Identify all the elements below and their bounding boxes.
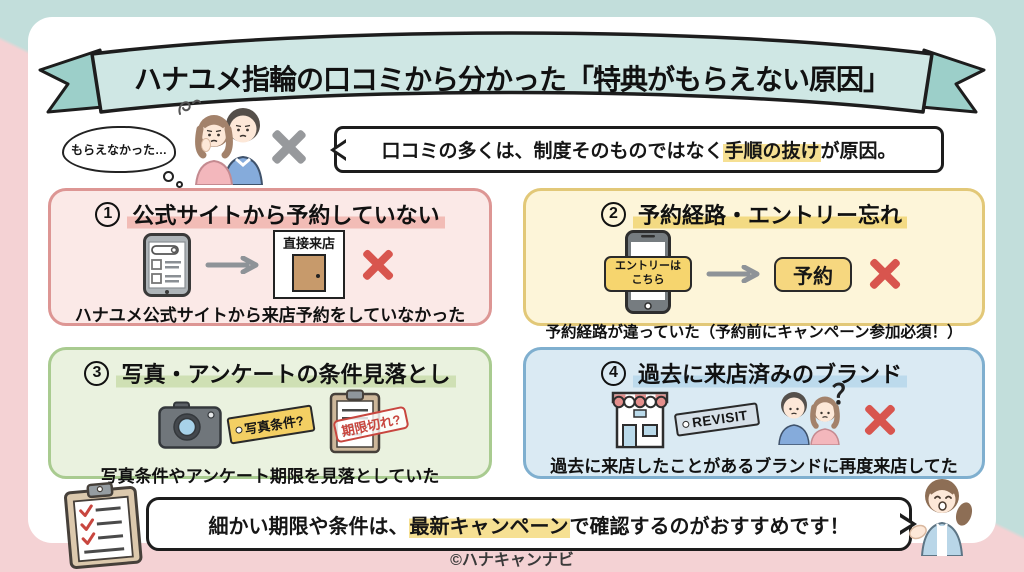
intro-message-post: が原因。 bbox=[820, 141, 897, 162]
cause-3-number: 3 bbox=[84, 360, 110, 386]
cause-2-illustration: エントリーは こちら 予約 bbox=[532, 230, 976, 318]
page-title: ハナユメ指輪の口コミから分かった「特典がもらえない原因」 bbox=[133, 64, 891, 95]
arrow-right-icon bbox=[205, 255, 259, 274]
footer-message-pre: 細かい期限や条件は、 bbox=[208, 515, 409, 538]
thought-bubble-trail bbox=[163, 171, 174, 182]
thought-bubble: もらえなかった… bbox=[62, 126, 176, 173]
cause-3-title: 3 写真・アンケートの条件見落とし bbox=[84, 357, 456, 389]
door-label: 直接来店 bbox=[282, 236, 335, 251]
arrow-right-icon bbox=[706, 265, 760, 283]
cause-box-4: 4 過去に来店済みのブランド REVISIT bbox=[523, 347, 985, 479]
copyright-credit: ©ハナキャンナビ bbox=[450, 552, 574, 569]
intro-message-pre: 口コミの多くは、制度そのものではなく bbox=[381, 141, 724, 162]
cause-1-caption: ハナユメ公式サイトから来店予約をしていなかった bbox=[74, 306, 466, 325]
cause-3-title-text: 写真・アンケートの条件見落とし bbox=[116, 357, 456, 389]
x-mark-red bbox=[861, 401, 899, 439]
entry-here-banner: エントリーは こちら bbox=[604, 256, 692, 292]
survey-clipboard-icon: 期限切れ? bbox=[328, 389, 410, 460]
checklist-clipboard-icon bbox=[63, 482, 143, 569]
x-mark-red bbox=[359, 246, 397, 284]
reserve-button-icon: 予約 bbox=[774, 256, 852, 292]
footer-message-box: 細かい期限や条件は、最新キャンペーンで確認するのがおすすめです！ bbox=[146, 497, 912, 551]
cause-1-illustration: 直接来店 bbox=[57, 230, 483, 299]
couple-icon bbox=[778, 392, 840, 446]
official-site-phone-icon bbox=[143, 232, 191, 297]
storefront-icon bbox=[611, 391, 669, 448]
thought-bubble-text: もらえなかった… bbox=[70, 143, 167, 157]
entry-banner-line1: エントリーは bbox=[615, 260, 681, 272]
cause-4-number: 4 bbox=[600, 360, 626, 386]
footer-message-highlight: 最新キャンペーン bbox=[408, 509, 570, 539]
footer-message-post: で確認するのがおすすめです！ bbox=[569, 515, 850, 538]
cause-box-2: 2 予約経路・エントリー忘れ エントリーは こちら 予約 bbox=[523, 188, 985, 341]
question-mark: ？ bbox=[832, 380, 859, 410]
ribbon-banner-shape bbox=[38, 31, 986, 114]
entry-phone-icon: エントリーは こちら bbox=[604, 230, 692, 318]
intro-message-box: 口コミの多くは、制度そのものではなく手順の抜けが原因。 bbox=[334, 126, 944, 173]
camera-icon bbox=[158, 401, 222, 449]
cause-4-illustration: REVISIT ？ bbox=[532, 380, 976, 450]
cause-3-illustration: 写真条件? 期限切れ? bbox=[57, 389, 483, 460]
cause-2-number: 2 bbox=[600, 201, 626, 227]
intro-message-highlight: 手順の抜け bbox=[723, 136, 821, 163]
x-mark-gray bbox=[268, 126, 310, 168]
thought-bubble-trail bbox=[176, 181, 183, 188]
revisit-tag: REVISIT bbox=[673, 402, 761, 437]
cause-2-title: 2 予約経路・エントリー忘れ bbox=[600, 198, 907, 230]
returning-couple-illustration: ？ bbox=[773, 380, 859, 450]
cause-3-caption: 写真条件やアンケート期限を見落としていた bbox=[100, 467, 440, 486]
cause-1-title: 1 公式サイトから予約していない bbox=[95, 198, 445, 230]
cause-2-title-text: 予約経路・エントリー忘れ bbox=[632, 198, 907, 230]
x-mark-red bbox=[866, 255, 904, 293]
cause-4-caption: 過去に来店したことがあるブランドに再度来店してた bbox=[550, 457, 958, 476]
cause-1-title-text: 公式サイトから予約していない bbox=[127, 198, 445, 230]
cause-4-title: 4 過去に来店済みのブランド bbox=[600, 357, 907, 389]
stress-squiggle-icon bbox=[178, 99, 201, 115]
cause-box-1: 1 公式サイトから予約していない 直接来店 bbox=[48, 188, 492, 326]
door-icon bbox=[292, 254, 326, 292]
cause-1-number: 1 bbox=[95, 201, 121, 227]
cause-4-title-text: 過去に来店済みのブランド bbox=[632, 357, 907, 389]
title-banner: ハナユメ指輪の口コミから分かった「特典がもらえない原因」 bbox=[30, 20, 994, 120]
worried-couple-illustration bbox=[194, 108, 264, 185]
photo-condition-tag: 写真条件? bbox=[226, 404, 316, 445]
walk-in-store-icon: 直接来店 bbox=[273, 230, 345, 299]
guide-woman-illustration bbox=[909, 479, 973, 556]
entry-banner-line2: こちら bbox=[631, 273, 665, 286]
cause-box-3: 3 写真・アンケートの条件見落とし 写真条件? bbox=[48, 347, 492, 486]
cause-2-caption: 予約経路が違っていた（予約前にキャンペーン参加必須！） bbox=[545, 324, 963, 341]
